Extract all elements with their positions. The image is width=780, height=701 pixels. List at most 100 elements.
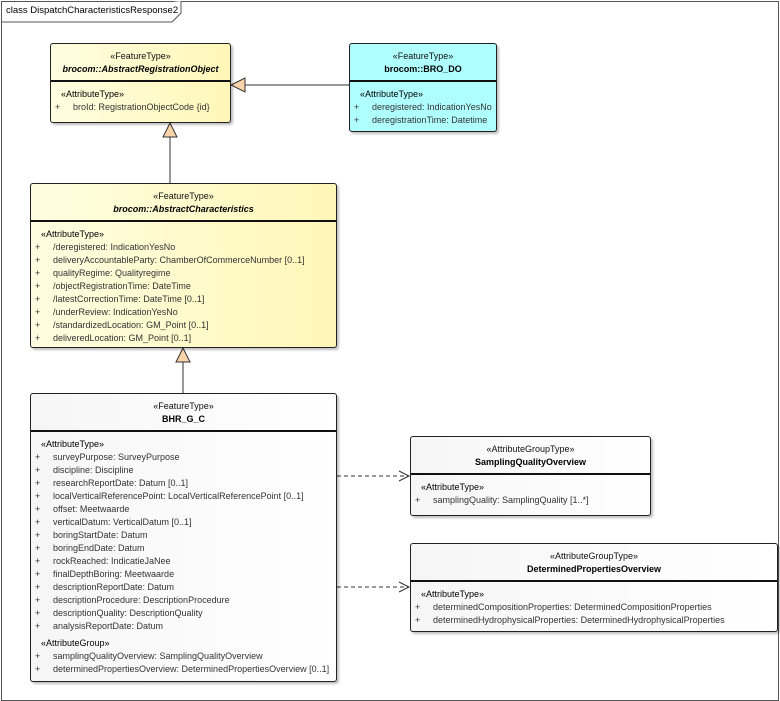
attribute-text: surveyPurpose: SurveyPurpose bbox=[53, 452, 180, 462]
visibility-marker: + bbox=[354, 115, 360, 125]
attribute-text: researchReportDate: Datum [0..1] bbox=[53, 478, 189, 488]
class-name: SamplingQualityOverview bbox=[474, 457, 587, 467]
class-box-aro[interactable]: «FeatureType»brocom::AbstractRegistratio… bbox=[50, 43, 231, 123]
attribute-row: +boringStartDate: Datum bbox=[31, 529, 336, 542]
attribute-row: +broId: RegistrationObjectCode {id} bbox=[51, 101, 230, 114]
attribute-text: /deregistered: IndicationYesNo bbox=[53, 242, 176, 252]
visibility-marker: + bbox=[35, 255, 41, 265]
attribute-row: + boringEndDate: Datum bbox=[31, 542, 336, 555]
attribute-group-label: «AttributeType» bbox=[41, 229, 105, 239]
attribute-row: + /objectRegistrationTime: DateTime bbox=[31, 280, 336, 293]
visibility-marker: + bbox=[35, 307, 41, 317]
attribute-compartment: «AttributeType»+/deregistered: Indicatio… bbox=[31, 222, 336, 345]
attribute-text: /underReview: IndicationYesNo bbox=[53, 307, 178, 317]
attribute-row: + deregistered: IndicationYesNo bbox=[350, 101, 496, 114]
attribute-text: boringEndDate: Datum bbox=[53, 543, 145, 553]
attribute-compartment: «AttributeType» +broId: RegistrationObjec… bbox=[51, 82, 230, 114]
class-box-dpo[interactable]: «AttributeGroupType» DeterminedProperties… bbox=[410, 543, 778, 632]
class-box-bhr[interactable]: «FeatureType»BHR_G_C«AttributeType»+surv… bbox=[30, 393, 337, 682]
class-header: «FeatureType»brocom::BRO_DO bbox=[350, 44, 496, 82]
title-tab bbox=[1, 1, 182, 23]
attribute-row: + analysisReportDate: Datum bbox=[31, 620, 336, 633]
generalization-arrowhead-brodo-aro bbox=[229, 77, 246, 93]
class-box-sqo[interactable]: «AttributeGroupType» SamplingQualityOverv… bbox=[410, 436, 651, 516]
attribute-text: verticalDatum: VerticalDatum [0..1] bbox=[53, 517, 192, 527]
attribute-text: deliveryAccountableParty: ChamberOfComme… bbox=[53, 255, 305, 265]
attribute-text: deregistrationTime: Datetime bbox=[372, 115, 488, 125]
visibility-marker: + bbox=[35, 621, 41, 631]
generalization-arrowhead-bhr-ac bbox=[175, 346, 191, 363]
class-stereotype: «AttributeGroupType» bbox=[486, 444, 575, 454]
attribute-row: + verticalDatum: VerticalDatum [0..1] bbox=[31, 516, 336, 529]
visibility-marker: + bbox=[35, 608, 41, 618]
class-name: brocom::AbstractRegistrationObject bbox=[62, 64, 219, 74]
attribute-text: rockReached: IndicatieJaNee bbox=[53, 556, 171, 566]
visibility-marker: + bbox=[35, 517, 41, 527]
attribute-text: /objectRegistrationTime: DateTime bbox=[53, 281, 191, 291]
visibility-marker: + bbox=[55, 102, 61, 112]
class-header: «AttributeGroupType» SamplingQualityOverv… bbox=[411, 437, 650, 475]
visibility-marker: + bbox=[35, 465, 41, 475]
visibility-marker: + bbox=[35, 242, 41, 252]
attribute-text: descriptionReportDate: Datum bbox=[53, 582, 175, 592]
attribute-text: qualityRegime: Qualityregime bbox=[53, 268, 171, 278]
class-box-brodo[interactable]: «FeatureType»brocom::BRO_DO«AttributeTyp… bbox=[349, 43, 497, 132]
attribute-row: + descriptionQuality: DescriptionQuality bbox=[31, 607, 336, 620]
attribute-row: + offset: Meetwaarde bbox=[31, 503, 336, 516]
visibility-marker: + bbox=[415, 615, 421, 625]
visibility-marker: + bbox=[35, 651, 41, 661]
visibility-marker: + bbox=[35, 491, 41, 501]
attribute-group-label: «AttributeType» bbox=[360, 89, 424, 99]
attribute-row: +descriptionProcedure: DescriptionProced… bbox=[31, 594, 336, 607]
attribute-row: +discipline: Discipline bbox=[31, 464, 336, 477]
dependency-arrowhead-bhr-dpo bbox=[398, 581, 411, 593]
attribute-compartment: «AttributeType»+determinedCompositionPro… bbox=[411, 582, 777, 627]
attribute-text: finalDepthBoring: Meetwaarde bbox=[53, 569, 175, 579]
attribute-text: determinedCompositionProperties: Determi… bbox=[433, 602, 712, 612]
visibility-marker: + bbox=[415, 495, 421, 505]
visibility-marker: + bbox=[354, 102, 360, 112]
class-name: DeterminedPropertiesOverview bbox=[526, 564, 662, 574]
visibility-marker: + bbox=[35, 556, 41, 566]
visibility-marker: + bbox=[35, 268, 41, 278]
visibility-marker: + bbox=[35, 281, 41, 291]
attribute-text: deregistered: IndicationYesNo bbox=[372, 102, 492, 112]
attribute-row: + /latestCorrectionTime: DateTime [0..1] bbox=[31, 293, 336, 306]
visibility-marker: + bbox=[35, 452, 41, 462]
attribute-row: +deliveredLocation: GM_Point [0..1] bbox=[31, 332, 336, 345]
visibility-marker: + bbox=[35, 294, 41, 304]
class-name: brocom::AbstractCharacteristics bbox=[113, 204, 254, 214]
attribute-text: offset: Meetwaarde bbox=[53, 504, 130, 514]
visibility-marker: + bbox=[415, 602, 421, 612]
visibility-marker: + bbox=[35, 543, 41, 553]
class-header: «AttributeGroupType» DeterminedProperties… bbox=[411, 544, 777, 582]
attribute-row: + /underReview: IndicationYesNo bbox=[31, 306, 336, 319]
attribute-row: + localVerticalReferencePoint: LocalVerti… bbox=[31, 490, 336, 503]
class-stereotype: «FeatureType» bbox=[392, 51, 454, 61]
attribute-row: +samplingQualityOverview: SamplingQualit… bbox=[31, 650, 336, 663]
attribute-row: +determinedPropertiesOverview: Determine… bbox=[31, 663, 336, 676]
attribute-text: analysisReportDate: Datum bbox=[53, 621, 164, 631]
class-name: brocom::BRO_DO bbox=[384, 64, 462, 74]
visibility-marker: + bbox=[35, 530, 41, 540]
attribute-group-label: «AttributeType» bbox=[61, 89, 125, 99]
visibility-marker: + bbox=[35, 478, 41, 488]
generalization-arrowhead-ac-aro bbox=[162, 121, 178, 138]
attribute-row: +finalDepthBoring: Meetwaarde bbox=[31, 568, 336, 581]
class-stereotype: «FeatureType» bbox=[153, 191, 214, 201]
attribute-row: +determinedHydrophysicalProperties: Dete… bbox=[411, 614, 777, 627]
visibility-marker: + bbox=[35, 320, 41, 330]
attribute-row: +samplingQuality: SamplingQuality [1..*] bbox=[411, 494, 650, 507]
class-stereotype: «AttributeGroupType» bbox=[549, 551, 639, 561]
attribute-row: + deliveryAccountableParty: ChamberOfComm… bbox=[31, 254, 336, 267]
class-name: BHR_G_C bbox=[161, 414, 205, 424]
attribute-text: localVerticalReferencePoint: LocalVertic… bbox=[53, 491, 304, 501]
class-header: «FeatureType»BHR_G_C bbox=[31, 394, 336, 432]
attribute-text: descriptionQuality: DescriptionQuality bbox=[53, 608, 203, 618]
attribute-text: /latestCorrectionTime: DateTime [0..1] bbox=[53, 294, 205, 304]
attribute-row: + qualityRegime: Qualityregime bbox=[31, 267, 336, 280]
visibility-marker: + bbox=[35, 582, 41, 592]
visibility-marker: + bbox=[35, 504, 41, 514]
visibility-marker: + bbox=[35, 664, 41, 674]
class-box-ac[interactable]: «FeatureType»brocom::AbstractCharacteris… bbox=[30, 183, 337, 348]
